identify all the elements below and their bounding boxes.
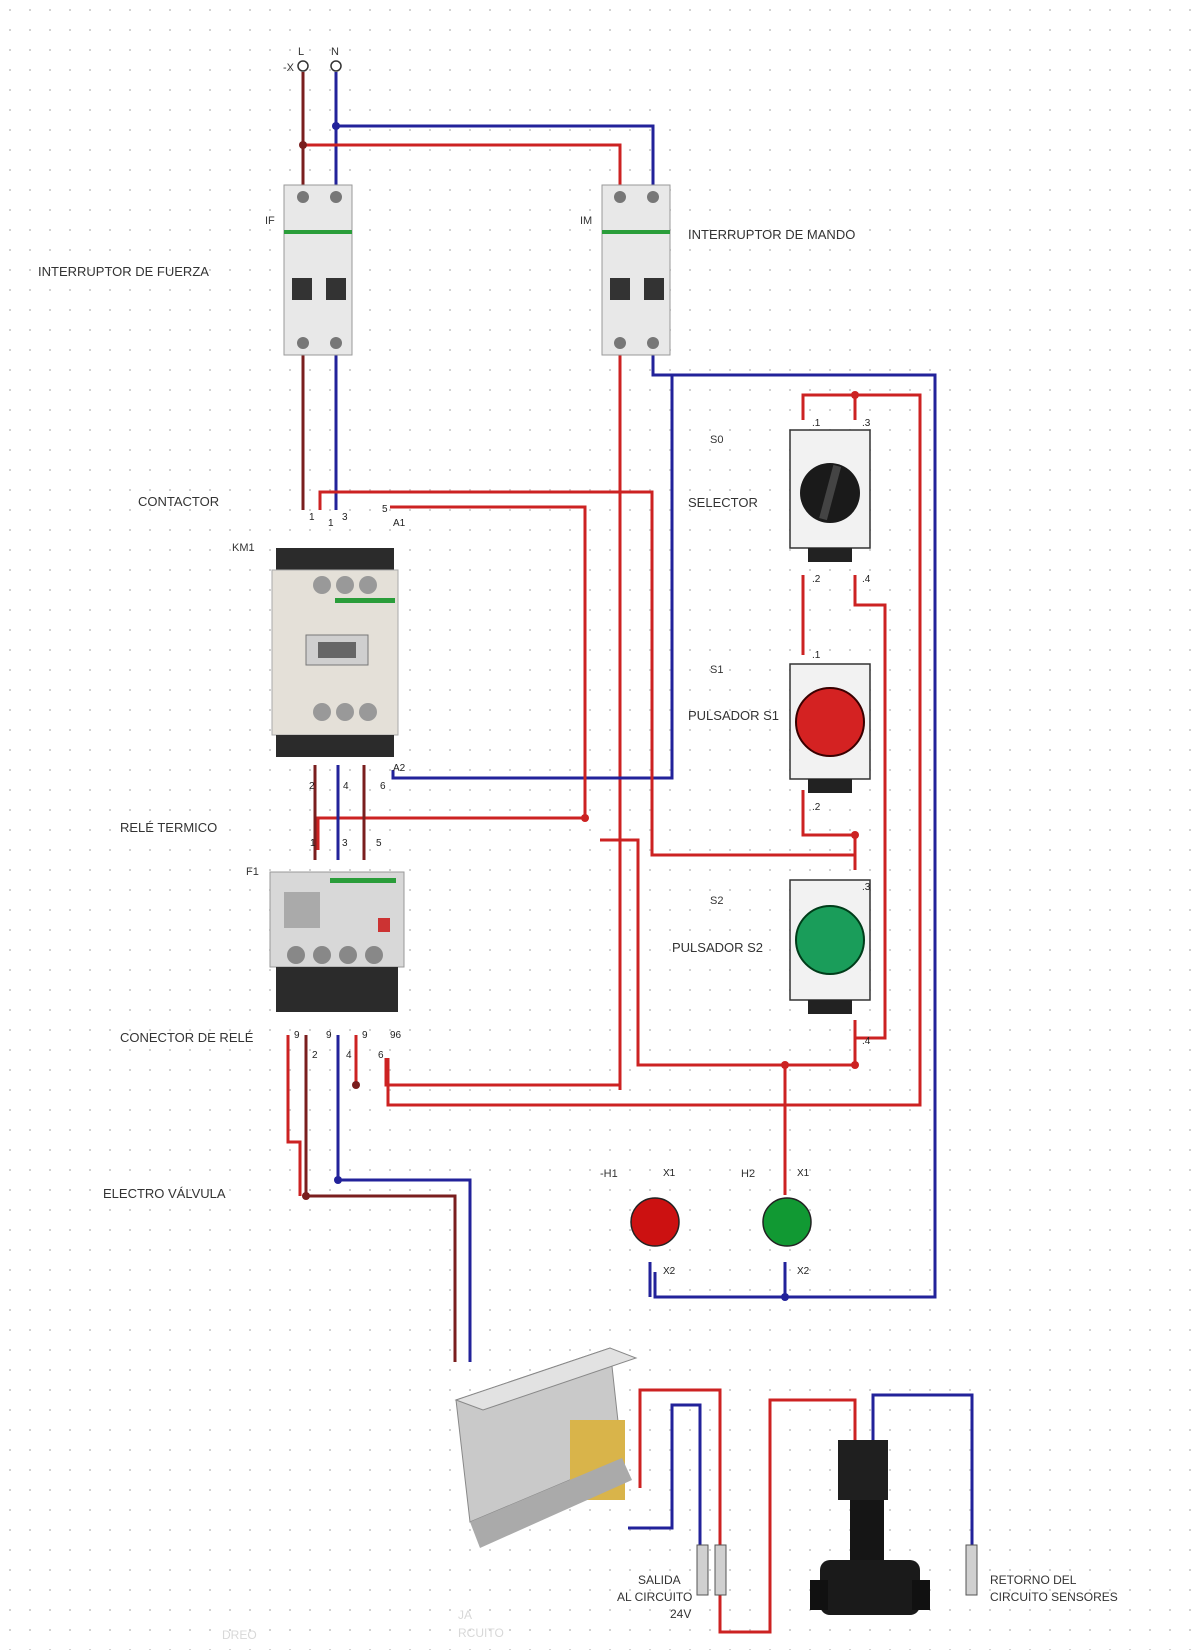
push-s1-terminal-1: .1 [812,650,821,661]
push-s2-title: PULSADOR S2 [672,940,764,955]
terminal-l [297,60,309,72]
breaker-im [601,184,671,356]
thermal-relay-title: RELÉ TERMICO [120,820,218,835]
contactor-terminal-2: 2 [309,781,315,792]
selector-tag: S0 [710,434,724,446]
contactor-terminal-1b: 1 [328,518,334,529]
contactor-coil-a1: A1 [393,518,406,529]
selector-terminal-4: .4 [862,574,871,585]
push-button-s2 [789,879,871,1014]
valve-title: ELECTRO VÁLVULA [103,1186,226,1201]
push-s1-tag: S1 [710,664,724,676]
thermal-relay-tag: F1 [246,866,259,878]
push-s2-terminal-4: .4 [862,1036,871,1047]
contactor-tag: KM1 [232,542,255,554]
terminal-block-left [696,1544,727,1596]
breaker-im-title: INTERRUPTOR DE MANDO [688,227,856,242]
push-s2-terminal-3: .3 [862,882,871,893]
breaker-if-tag: IF [265,215,275,227]
faint-text-mid1: JA [458,1608,473,1622]
selector-terminal-3: .3 [862,418,871,429]
breaker-if [283,184,353,356]
return-label-1: RETORNO DEL [990,1573,1077,1587]
push-s2-tag: S2 [710,895,724,907]
relay-connector-6: 6 [378,1050,384,1061]
relay-connector-4: 4 [346,1050,352,1061]
relay-connector-9b: 9 [326,1030,332,1041]
supply-neutral-label: N [331,46,339,58]
breaker-if-title: INTERRUPTOR DE FUERZA [38,264,209,279]
wires [286,72,974,1634]
contactor-km1 [271,548,399,757]
relay-connector-title: CONECTOR DE RELÉ [120,1030,254,1045]
supply-tag: -X [283,62,294,74]
terminal-block-right [965,1544,978,1596]
faint-text-mid2: RCUITO [458,1626,504,1640]
selector-s0 [789,429,871,562]
lamp-h2-tag: H2 [741,1168,756,1180]
output-label-1: SALIDA [638,1573,681,1587]
lamp-h1-x2: X2 [663,1266,676,1277]
relay-terminal-5: 5 [376,838,382,849]
breaker-im-tag: IM [580,215,593,227]
thermal-relay-f1 [269,871,405,1012]
selector-terminal-2: .2 [812,574,821,585]
contactor-terminal-3: 3 [342,512,348,523]
lamp-h2-x2: X2 [797,1266,810,1277]
relay-connector-9a: 9 [294,1030,300,1041]
contactor-terminal-5: 5 [382,504,388,515]
terminal-n [330,60,342,72]
pilot-lamp-h2 [762,1197,812,1247]
contactor-terminal-6: 6 [380,781,386,792]
supply-line-label: L [298,46,305,58]
contactor-coil-a2: A2 [393,763,406,774]
faint-text-left: DREO [222,1628,257,1642]
transformer [454,1347,638,1548]
lamp-h1-tag: -H1 [600,1168,618,1180]
contactor-terminal-4: 4 [343,781,349,792]
return-label-2: CIRCUITO SENSORES [990,1590,1118,1604]
relay-connector-9c: 9 [362,1030,368,1041]
relay-terminal-1: 1 [310,838,316,849]
contactor-terminal-1a: 1 [309,512,315,523]
pilot-lamp-h1 [630,1197,680,1247]
selector-terminal-1: .1 [812,418,821,429]
push-button-s1 [789,663,871,793]
relay-connector-2: 2 [312,1050,318,1061]
output-label-3: 24V [670,1607,692,1621]
contactor-title: CONTACTOR [138,494,220,509]
relay-terminal-3: 3 [342,838,348,849]
relay-connector-96: 96 [390,1030,402,1041]
output-label-2: AL CIRCUITO [617,1590,693,1604]
push-s1-title: PULSADOR S1 [688,708,780,723]
selector-title: SELECTOR [688,495,758,510]
solenoid-valve [810,1440,930,1615]
push-s1-terminal-2: .2 [812,802,821,813]
lamp-h2-x1: X1 [797,1168,810,1179]
lamp-h1-x1: X1 [663,1168,676,1179]
